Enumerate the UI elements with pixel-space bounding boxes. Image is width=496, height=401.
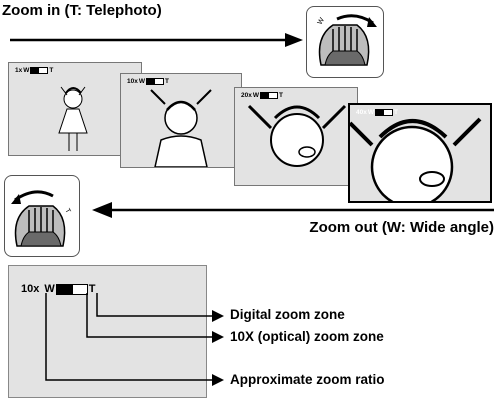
- subject-illustration: [247, 104, 347, 167]
- zoom-indicator-detail: 10x W T: [8, 265, 207, 398]
- zoom-indicator-enlarged: 10x W T: [21, 283, 96, 295]
- zoom-out-heading: Zoom out (W: Wide angle): [309, 219, 494, 236]
- zoom-ratio-text: 10x: [21, 283, 40, 295]
- zoom-lever-w-icon: T: [4, 175, 80, 257]
- callout-optical-zoom-zone: 10X (optical) zoom zone: [230, 329, 384, 344]
- subject-illustration: [150, 89, 212, 167]
- subject-illustration: [58, 86, 88, 151]
- callout-zoom-ratio: Approximate zoom ratio: [230, 372, 385, 387]
- zoom-in-heading: Zoom in (T: Telephoto): [2, 2, 162, 19]
- zoom-bar: [55, 283, 88, 295]
- subject-illustration: [350, 117, 482, 201]
- callout-digital-zoom-zone: Digital zoom zone: [230, 307, 345, 322]
- zoom-lever-t-icon: W: [306, 6, 384, 78]
- zoom-in-arrow: [10, 33, 303, 47]
- svg-text:T: T: [63, 208, 72, 216]
- svg-text:W: W: [317, 16, 327, 26]
- zoom-out-arrow: [92, 202, 494, 218]
